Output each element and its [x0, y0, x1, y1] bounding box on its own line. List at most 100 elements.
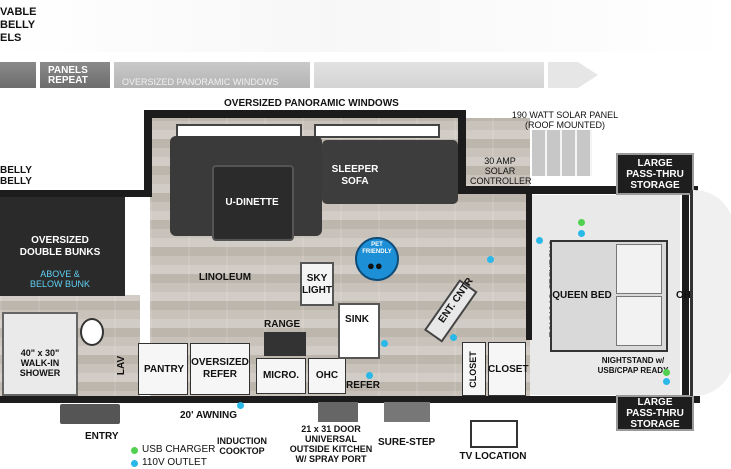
strip-segment [0, 62, 36, 88]
windows-label: OVERSIZED PANORAMIC WINDOWS [224, 98, 399, 109]
front-cap [690, 190, 731, 396]
legend-outlet-label: 110V OUTLET [142, 457, 207, 468]
outside-kitchen-label: W/ SPRAY PORT [295, 454, 367, 464]
paw-icon: ●● [367, 258, 383, 273]
pet-friendly-label: FRIENDLY [362, 249, 392, 255]
skylight-label: LIGHT [302, 285, 332, 296]
skylight-label: SKY [306, 273, 328, 284]
wall-bottom [0, 396, 700, 403]
wall-top-rear [0, 190, 152, 197]
shower [2, 312, 78, 396]
pillow [616, 296, 662, 346]
oversized-refer-label: REFER [203, 369, 237, 380]
bunks-label: OVERSIZED [31, 235, 89, 246]
usb-icon [578, 219, 585, 226]
refer-label: REFER [346, 380, 380, 391]
linoleum-label: LINOLEUM [198, 272, 252, 283]
entry-label: ENTRY [85, 431, 119, 442]
outside-kitchen-label: UNIVERSAL [304, 434, 357, 444]
entry-steps [60, 404, 120, 424]
closet-vertical [462, 342, 486, 396]
strip-segment [40, 62, 110, 88]
banner-line: VABLE [0, 6, 37, 18]
outlet-icon [237, 402, 244, 409]
nightstand-label: NIGHTSTAND w/ [601, 356, 665, 365]
wall-bedroom [526, 190, 532, 340]
legend-usb-icon [131, 447, 138, 454]
range-label: RANGE [264, 319, 301, 330]
wall-top-front [458, 186, 698, 194]
toilet [80, 318, 104, 346]
pass-thru-top-label: PASS-THRU [626, 169, 684, 180]
solar-controller-label: SOLAR [484, 166, 516, 176]
top-left-banner-label: VABLE BELLY ELS [0, 0, 42, 50]
outlet-icon [663, 378, 670, 385]
usb-icon [663, 369, 670, 376]
induction-label: COOKTOP [219, 446, 265, 456]
nightstand-label: USB/CPAP READY [597, 366, 669, 375]
solar-panel [532, 130, 592, 176]
sleeper-sofa [322, 140, 458, 204]
solar-controller-label: 30 AMP [484, 156, 516, 166]
outlet-icon [536, 237, 543, 244]
pantry-label: PANTRY [144, 364, 184, 375]
strip-segment [314, 62, 544, 88]
sleeper-sofa-label: SLEEPER [331, 164, 379, 175]
strip-arrow [578, 62, 598, 88]
micro-label: MICRO. [262, 370, 300, 381]
legend-outlet-icon [131, 460, 138, 467]
ohc-kitchen [308, 358, 346, 394]
oversized-refer [190, 343, 250, 395]
tv-location-label: TV LOCATION [459, 451, 527, 462]
outlet-icon [366, 372, 373, 379]
solar-controller-label: CONTROLLER [470, 176, 532, 186]
banner-line: BELLY [0, 19, 36, 31]
pet-friendly-label: PET [371, 242, 383, 248]
oversized-refer-label: OVERSIZED [191, 357, 249, 368]
top-banner-gradient [0, 0, 731, 52]
outlet-icon [381, 340, 388, 347]
wall-slide-left [144, 110, 152, 196]
pass-thru-bottom-label: LARGE [637, 397, 673, 408]
pass-thru-top-label: STORAGE [630, 180, 680, 191]
pillow [616, 244, 662, 294]
outlet-icon [487, 256, 494, 263]
pass-thru-bottom-label: STORAGE [630, 419, 680, 430]
sink-label: SINK [345, 314, 369, 325]
u-dinette-label: U-DINETTE [225, 197, 279, 208]
ohc-kitchen-label: OHC [315, 370, 339, 381]
strip-segment [548, 62, 578, 88]
pantry [138, 343, 188, 395]
range [264, 332, 306, 356]
pass-thru-bottom-label: PASS-THRU [626, 408, 684, 419]
legend-usb-label: USB CHARGER [142, 444, 216, 455]
tv-icon [470, 420, 518, 448]
closet-vertical-label: CLOSET [467, 351, 478, 388]
panels-repeat-label: PANELS [48, 65, 88, 76]
induction-label: INDUCTION [217, 436, 267, 446]
ohc-bedroom-label: OHC [676, 290, 699, 301]
strip-windows-label: OVERSIZED PANORAMIC WINDOWS [122, 77, 279, 87]
awning-label: 20' AWNING [180, 410, 238, 421]
microwave [256, 358, 306, 394]
skylight [300, 262, 334, 306]
pass-thru-storage-bottom [616, 395, 694, 431]
bunks-label: DOUBLE BUNKS [19, 247, 101, 258]
outside-kitchen-label: 21 x 31 DOOR [301, 424, 361, 434]
banner-line: ELS [0, 32, 22, 44]
window [314, 124, 440, 138]
sink [338, 303, 380, 359]
solar-panel-label: (ROOF MOUNTED) [525, 120, 605, 130]
outlet-icon [450, 334, 457, 341]
solar-panel-label: 190 WATT SOLAR PANEL [511, 110, 619, 120]
shower-label: 40" x 30" [20, 348, 60, 358]
belly-label: BELLY [0, 176, 32, 187]
lav-label: LAV [116, 355, 128, 376]
outside-kitchen [318, 402, 358, 422]
wall-front [682, 190, 689, 400]
dinette-table [212, 165, 294, 241]
pet-friendly-badge [355, 237, 399, 281]
bunk-area [0, 196, 125, 296]
above-below-label: BELOW BUNK [29, 279, 90, 289]
sleeper-sofa-label: SOFA [341, 176, 369, 187]
